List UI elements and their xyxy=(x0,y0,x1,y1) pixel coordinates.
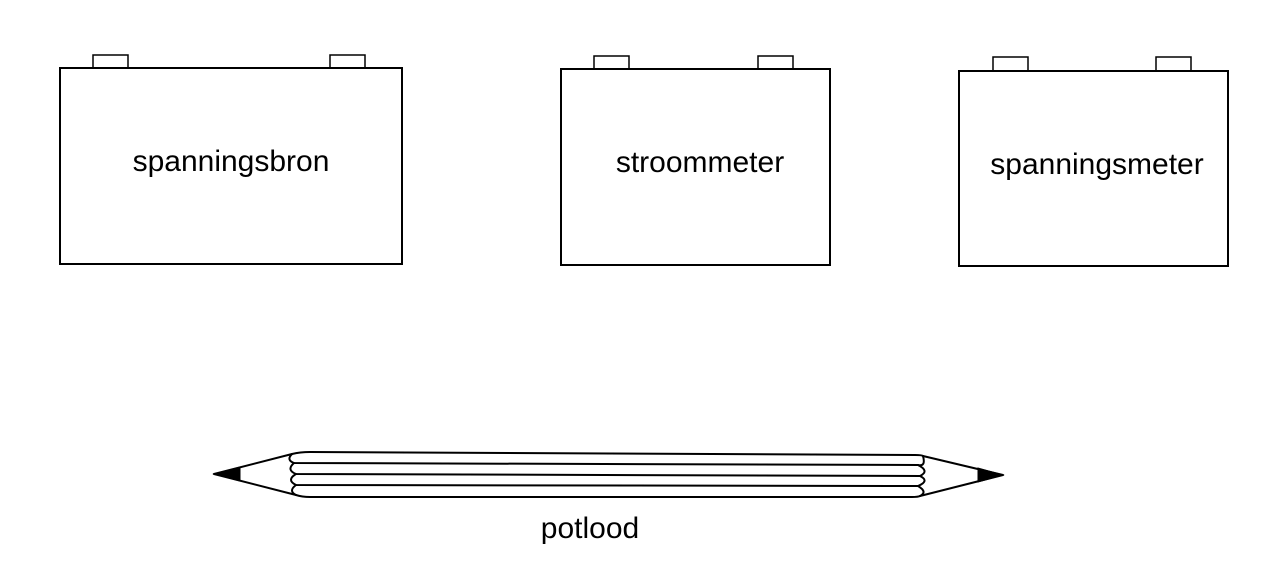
pencil-body-bottom xyxy=(295,494,921,498)
voltage-source-component: spanningsbron xyxy=(59,54,403,265)
ammeter-component: stroommeter xyxy=(560,55,831,266)
voltmeter-box xyxy=(958,70,1229,267)
voltage-source-box xyxy=(59,67,403,265)
ammeter-terminal-left xyxy=(593,55,630,70)
voltmeter-terminal-left xyxy=(992,56,1029,72)
ammeter-terminal-right xyxy=(757,55,794,70)
pencil-body-top xyxy=(291,451,924,457)
voltmeter-terminal-right xyxy=(1155,56,1192,72)
voltmeter-label: spanningsmeter xyxy=(990,148,1203,181)
pencil: potlood xyxy=(212,451,1005,545)
voltage-source-terminal-right xyxy=(329,54,366,69)
voltmeter-component: spanningsmeter xyxy=(958,56,1229,267)
pencil-facet-2 xyxy=(289,462,926,477)
pencil-cone-right xyxy=(919,455,1004,497)
voltage-source-terminal-left xyxy=(92,54,129,69)
pencil-cone-left xyxy=(213,453,297,496)
ammeter-label: stroommeter xyxy=(616,146,784,179)
voltage-source-label: spanningsbron xyxy=(133,145,330,178)
ammeter-box xyxy=(560,68,831,266)
pencil-facet-3 xyxy=(290,473,926,487)
pencil-label: potlood xyxy=(541,512,639,545)
pencil-facet-1 xyxy=(288,453,925,467)
pencil-facet-4 xyxy=(291,484,925,497)
